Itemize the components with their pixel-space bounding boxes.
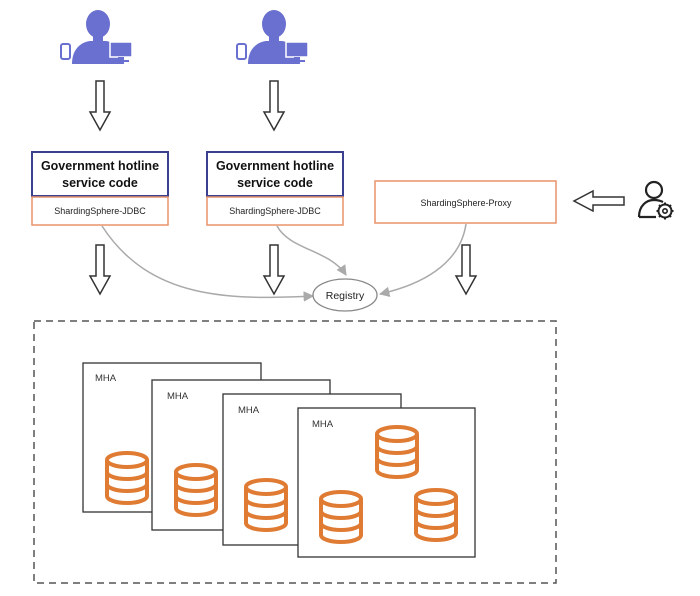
end-user-icon-1 (60, 9, 133, 65)
down-arrow-icon (89, 244, 111, 295)
mha-label: MHA (312, 419, 334, 430)
database-cluster-boundary (33, 320, 557, 584)
user-gear-icon (637, 180, 674, 220)
mha-label: MHA (95, 373, 117, 384)
down-arrow-icon (455, 244, 477, 295)
mha-group-4: MHA (297, 407, 476, 558)
app-title-line1: Government hotline (41, 159, 159, 173)
app-title-line1: Government hotline (216, 159, 334, 173)
jdbc-label: ShardingSphere-JDBC (229, 206, 321, 216)
registry-label: Registry (326, 290, 365, 302)
down-arrow-icon (263, 244, 285, 295)
down-arrow-icon (89, 80, 111, 131)
end-user-icon-2 (236, 9, 309, 65)
down-arrow-icon (263, 80, 285, 131)
proxy-box: ShardingSphere-Proxy (374, 180, 557, 224)
app-title-line2: service code (62, 176, 138, 190)
app-box-2: Government hotline service code Sharding… (206, 151, 344, 226)
mha-label: MHA (238, 405, 260, 416)
registry-node: Registry (312, 278, 378, 312)
left-arrow-icon (572, 189, 625, 213)
jdbc-label: ShardingSphere-JDBC (54, 206, 146, 216)
registry-connections (101, 223, 467, 302)
app-box-1: Government hotline service code Sharding… (31, 151, 169, 226)
app-title-line2: service code (237, 176, 313, 190)
mha-label: MHA (167, 391, 189, 402)
proxy-label: ShardingSphere-Proxy (420, 198, 512, 208)
